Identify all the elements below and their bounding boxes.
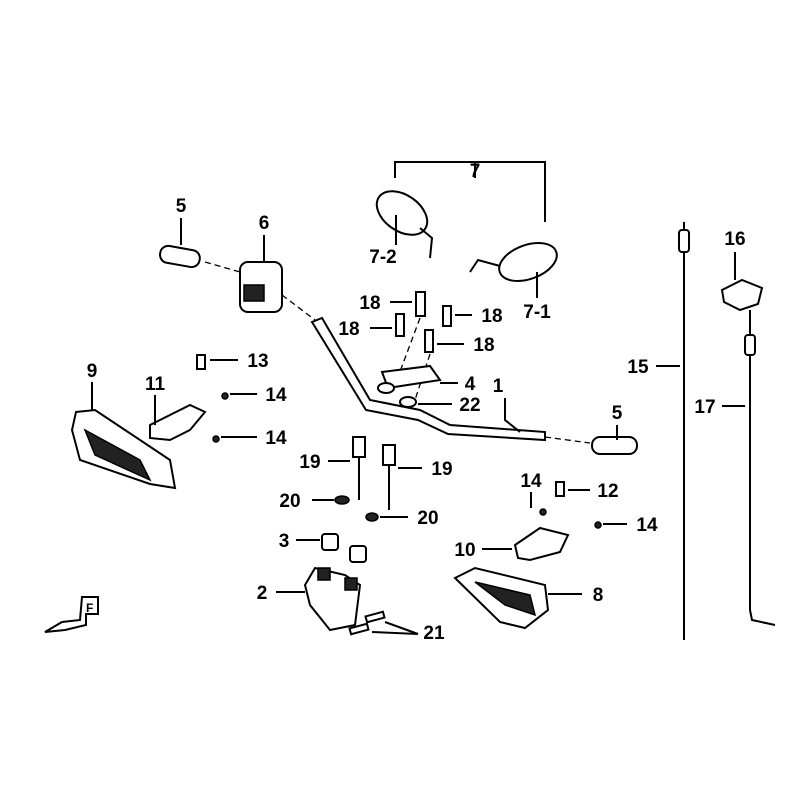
- bolts-21-part: [348, 610, 419, 636]
- label-bolt-18: 18: [359, 293, 380, 314]
- bracket-right-part: [513, 526, 570, 562]
- front-direction-logo: [44, 596, 99, 633]
- label-cover-left: 9: [87, 361, 98, 382]
- label-grip-left: 5: [176, 196, 187, 217]
- label-bolt-18: 18: [481, 306, 502, 327]
- lever-bracket-part: [720, 278, 764, 312]
- rubber-3-part: [321, 533, 339, 551]
- label-lever-bracket: 16: [724, 229, 745, 250]
- label-bolt-19: 19: [431, 459, 452, 480]
- label-washer-20: 20: [279, 491, 300, 512]
- front-logo-letter: F: [86, 601, 93, 615]
- label-washer-20: 20: [417, 508, 438, 529]
- label-cable-17: 17: [694, 397, 715, 418]
- bolts-19-20: [312, 436, 422, 522]
- label-nut-14: 14: [265, 428, 287, 449]
- label-grip-right: 5: [612, 403, 623, 424]
- grip-right-part: [591, 436, 638, 455]
- label-screw-12: 12: [597, 481, 618, 502]
- label-nut-14: 14: [636, 515, 658, 536]
- label-switch-left: 6: [259, 213, 270, 234]
- label-mirror-set: 7: [470, 161, 481, 182]
- label-cable-15: 15: [627, 357, 649, 378]
- label-bracket-left: 11: [145, 374, 166, 395]
- label-screw-13: 13: [247, 351, 268, 372]
- label-bracket-right: 10: [454, 540, 475, 561]
- label-rubber-3: 3: [279, 531, 290, 552]
- handlebar-part: [310, 316, 546, 442]
- screw-12-part: [555, 481, 565, 497]
- label-washer-22: 22: [459, 395, 480, 416]
- handlebar-leader: [504, 398, 521, 433]
- label-cover-right: 8: [593, 585, 604, 606]
- mirror-set-bracket-line: [394, 161, 546, 222]
- label-bolt-18: 18: [338, 319, 359, 340]
- washer-22-part: [377, 382, 395, 394]
- label-mirror-right: 7-1: [523, 302, 551, 323]
- label-handlebar: 1: [493, 376, 504, 397]
- label-holder-upper: 4: [465, 374, 476, 395]
- label-nut-14: 14: [265, 385, 287, 406]
- bracket-left-part: [149, 403, 207, 442]
- label-bolt-19: 19: [299, 452, 320, 473]
- cover-left-part: [70, 408, 177, 490]
- grip-left-part: [159, 218, 241, 273]
- label-bolt-21: 21: [423, 623, 445, 644]
- label-holder-lower: 2: [257, 583, 268, 604]
- label-nut-14: 14: [520, 471, 542, 492]
- mirror-right-part: [469, 242, 558, 298]
- label-bolt-18: 18: [473, 335, 494, 356]
- switch-left-part: [239, 235, 316, 321]
- bolts-18: [370, 291, 472, 401]
- cable-17-part: [749, 310, 776, 626]
- label-mirror-left: 7-2: [369, 247, 396, 268]
- screw-13-part: [196, 354, 206, 370]
- mirror-left-part: [375, 190, 434, 259]
